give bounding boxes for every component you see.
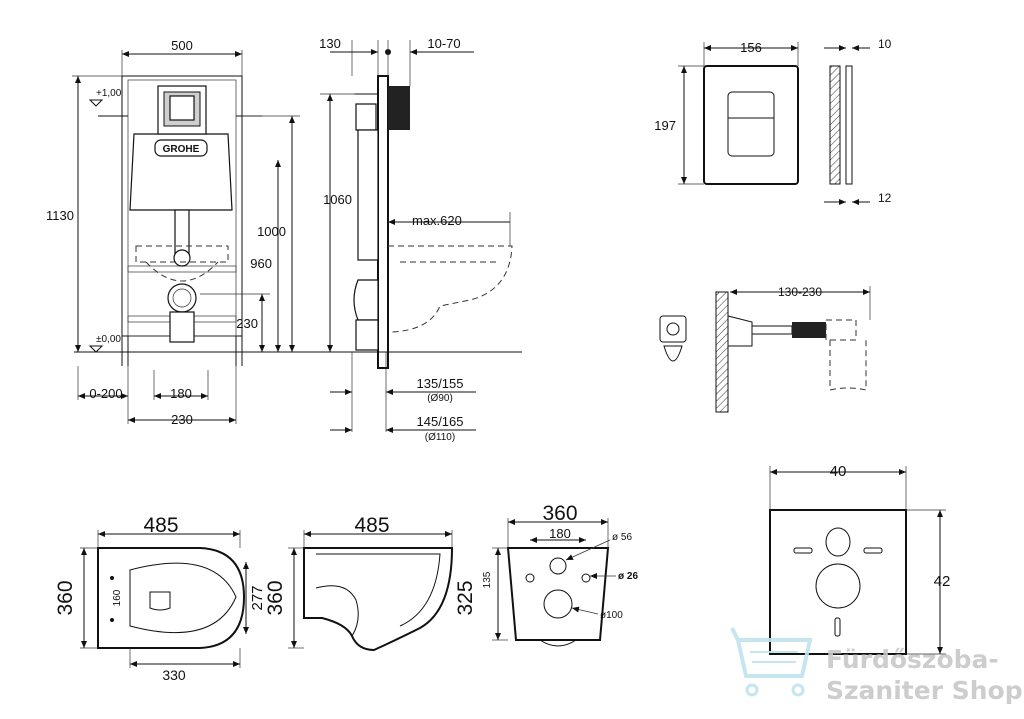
level-top: +1,00 [96,88,122,99]
dim-plate-width: 156 [740,40,762,55]
sound-pad-view: 40 42 [769,463,951,655]
dim-flush-height-value: 1060 [323,192,352,207]
dim-bowl-inlet-dia: ø 56 [612,532,632,543]
dim-inlet-height: 1000 [257,224,286,239]
dim-bowl-side-height: 360 [264,580,287,615]
wall-bracket [388,86,410,130]
dim-frame-height: 1130 [46,208,74,223]
dim-foot-range: 0-200 [89,386,122,401]
dim-wall-range: 10-70 [427,36,460,51]
dim-bowl-inner-length: 330 [162,667,186,683]
dim-plate-height: 197 [654,118,676,133]
bathtub-icon [730,627,813,697]
drain-outlet [167,283,197,313]
dim-support-height: 960 [250,256,272,271]
dim-bowl-side-length: 485 [354,514,389,537]
dim-bowl-top-length: 485 [143,514,178,537]
dim-pipe-2: 145/165 [417,414,464,429]
frame-front-view: GROHE 500 1130 +1,00 ±0,00 1000 960 [46,38,522,427]
dim-pipe-2-dia: (Ø110) [425,432,455,443]
logo-text: GROHE [163,144,200,155]
dim-frame-depth: 130 [319,36,341,51]
shop-watermark: Fürdőszoba- Szaniter Shop [730,627,1023,705]
flush-plate-view: 156 197 10 12 [654,37,892,205]
dim-pipe-1-dia: (Ø90) [427,393,453,404]
frame-side-view: 130 10-70 1060 max.620 135/155 (Ø90) 145… [319,36,513,443]
dim-anchor-range: 130-230 [778,285,822,299]
dim-drain-height: 230 [236,316,258,331]
dim-pipe-1: 135/155 [417,376,464,391]
dim-frame-width: 500 [171,38,193,53]
grohe-logo [154,139,208,157]
dim-bowl-back-height: 325 [454,580,477,615]
watermark-line-2: Szaniter Shop [826,676,1023,705]
level-zero: ±0,00 [96,334,121,345]
dim-pad-width: 40 [830,463,847,480]
watermark-line-1: Fürdőszoba- [826,645,999,674]
dim-bolt-spacing-1: 180 [170,386,192,401]
bowl-top-view: 485 360 160 277 330 [54,514,266,683]
dim-pad-height: 42 [934,573,951,590]
wall-anchor-view: 130-230 [659,285,871,413]
dim-bowl-back-bolt-height: 135 [482,571,493,588]
dim-bowl-bolt-spacing: 180 [549,526,571,541]
dim-plate-thickness-top: 10 [878,37,892,51]
bowl-side-view: 485 360 [264,514,454,652]
dim-bolt-spacing-2: 230 [171,412,193,427]
dim-bowl-back-width: 360 [542,502,577,525]
dim-bowl-outlet-dia: ø100 [600,610,623,621]
cistern-side [357,129,379,261]
bowl-back-view: 360 180 325 135 ø 56 ø 26 ø100 [454,502,638,647]
dim-bowl-projection: max.620 [412,213,462,228]
dim-bowl-bolt-dia: ø 26 [618,571,638,582]
dim-plate-thickness-bottom: 12 [878,191,892,205]
dim-bowl-top-width: 360 [54,580,77,615]
dim-bowl-hole-spacing: 160 [112,589,123,606]
dim-bowl-inner-width: 277 [249,585,266,610]
